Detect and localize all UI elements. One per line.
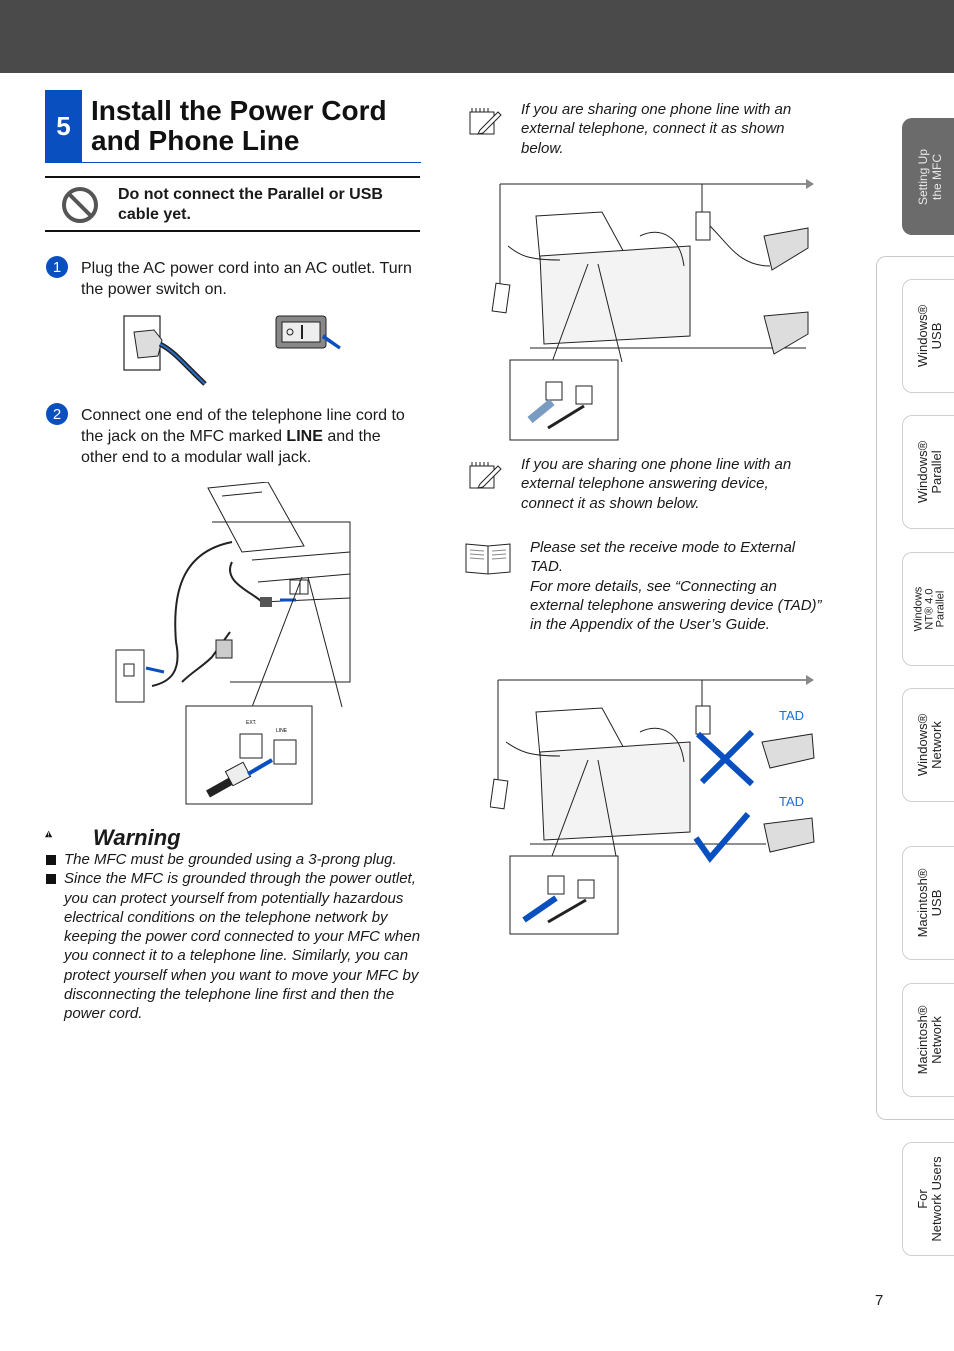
step-2-text-bold: LINE (286, 428, 323, 445)
section-title: Install the Power Cord and Phone Line (91, 95, 387, 156)
tab-windows-network[interactable]: Windows®Network (902, 688, 954, 802)
tad-label-top: TAD (779, 708, 805, 723)
section-number-badge: 5 (45, 90, 82, 163)
note-external-telephone: If you are sharing one phone line with a… (521, 101, 792, 157)
warning-title: Warning (93, 825, 181, 850)
bullet-square-icon (46, 855, 56, 865)
line-label: LINE (276, 728, 288, 734)
no-entry-icon (62, 187, 98, 223)
tad-label-bottom: TAD (779, 794, 805, 809)
power-plug-illustration (123, 315, 207, 386)
warning-item: Since the MFC is grounded through the po… (45, 869, 425, 1023)
tad-diagram (490, 675, 815, 935)
page-number: 7 (875, 1292, 884, 1309)
top-banner (0, 0, 954, 73)
note-answering-device: If you are sharing one phone line with a… (521, 456, 792, 512)
book-icon (465, 543, 511, 575)
caution-text: Do not connect the Parallel or USB cable… (118, 186, 383, 223)
warning-triangle-icon (45, 830, 53, 838)
step-1-text: Plug the AC power cord into an AC outlet… (81, 260, 412, 298)
caution-box: Do not connect the Parallel or USB cable… (45, 176, 420, 232)
step-2-text-pre: Connect one end of the telephone line co… (81, 407, 405, 445)
ext-label: EXT. (246, 720, 257, 726)
pencil-note-icon (469, 462, 502, 489)
mfc-wall-jack-illustration: EXT. LINE (115, 482, 351, 805)
warning-list: The MFC must be grounded using a 3-prong… (45, 850, 425, 1024)
step-2-badge: 2 (46, 403, 68, 425)
external-telephone-diagram (491, 179, 814, 441)
step-1-badge: 1 (46, 256, 68, 278)
power-switch-illustration (275, 315, 341, 350)
bullet-square-icon (46, 874, 56, 885)
tab-macintosh-network[interactable]: Macintosh®Network (902, 983, 954, 1097)
note-receive-mode: Please set the receive mode to External … (530, 539, 822, 634)
tab-windows-parallel[interactable]: Windows®Parallel (902, 415, 954, 529)
tab-windows-usb[interactable]: Windows®USB (902, 279, 954, 393)
step-2-text-post: and the other end to a modular wall jack… (81, 428, 381, 466)
title-rule (45, 162, 421, 163)
warning-item: The MFC must be grounded using a 3-prong… (45, 850, 425, 869)
step-2-text: Connect one end of the telephone line co… (81, 405, 421, 468)
tab-macintosh-usb[interactable]: Macintosh®USB (902, 846, 954, 960)
pencil-note-icon (469, 108, 502, 135)
